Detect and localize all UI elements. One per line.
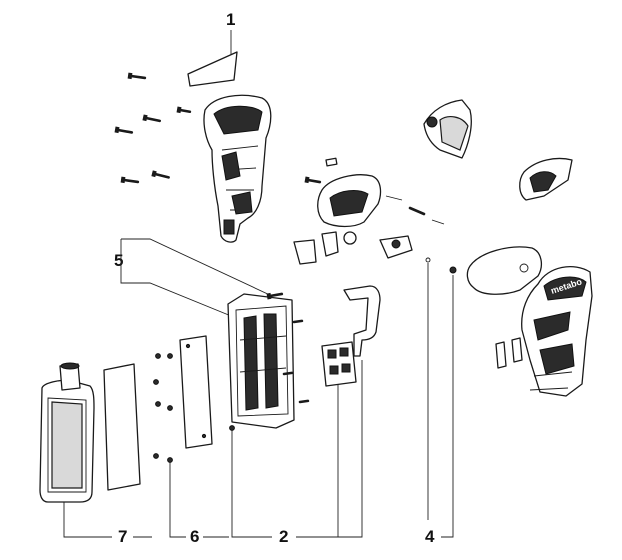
board-screws [153,353,235,463]
battery-cover [39,362,95,503]
spring-pins [385,195,445,225]
insulation-sheet [103,363,141,491]
contact-bracket [343,285,381,357]
callout-1: 1 [226,10,235,29]
motor-cap [304,157,382,228]
battery-cover-top [466,246,543,295]
callout-6: 6 [190,527,199,546]
callout-5: 5 [114,251,123,270]
circuit-board [179,335,213,449]
callout-4: 4 [425,527,435,546]
callout-2: 2 [279,527,288,546]
battery-housing [227,292,310,429]
housing-half-left [203,94,272,243]
callout-7: 7 [118,527,127,546]
switch-parts [293,231,413,265]
terminal-block [321,341,357,387]
label-plate [187,51,238,87]
handle-housing-right: metabo [495,266,593,397]
blade-guard-upper [423,99,472,159]
small-ring [425,257,431,263]
housing-screws [114,72,192,184]
blade-guard-lower [519,157,573,201]
leader-lines [63,30,454,538]
small-ball [449,266,457,274]
